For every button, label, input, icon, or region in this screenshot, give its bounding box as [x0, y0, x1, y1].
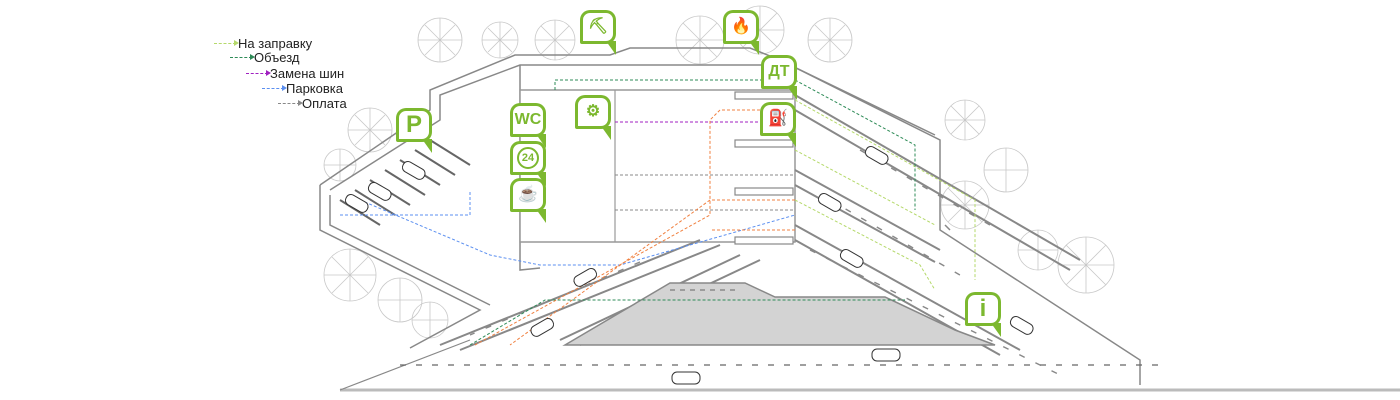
fuel-pin[interactable]: ⛽: [760, 102, 796, 147]
cafe-pin[interactable]: ☕: [510, 178, 546, 223]
route-payment: [615, 174, 795, 211]
tree-icon: [675, 15, 725, 65]
car-icon: [864, 146, 889, 165]
carwash-pin[interactable]: ⛏: [580, 10, 616, 55]
tree-icon: [323, 248, 377, 302]
car-icon: [671, 371, 701, 385]
trees: [323, 5, 1115, 339]
car-icon: [871, 348, 901, 362]
shop-building: [519, 89, 796, 243]
tree-icon: [417, 17, 463, 63]
diesel-icon: ДТ: [768, 63, 790, 80]
fire-extinguisher-icon: 🔥: [731, 18, 751, 35]
24h-pin[interactable]: 24: [510, 141, 546, 186]
central-building: [562, 282, 996, 346]
arrow-icon: [278, 100, 303, 106]
route-parking: [340, 190, 796, 266]
diesel-pin[interactable]: ДТ: [761, 55, 797, 100]
arrow-icon: [230, 54, 255, 60]
tree-icon: [1057, 236, 1115, 294]
fire-pin[interactable]: 🔥: [723, 10, 759, 55]
tree-icon: [347, 107, 393, 153]
cars: [344, 146, 1034, 385]
arrow-icon: [246, 70, 271, 76]
tree-icon: [944, 99, 986, 141]
legend-item-parking: Парковка: [262, 81, 343, 96]
tree-icon: [411, 301, 449, 339]
car-icon: [530, 318, 555, 337]
car-icon: [344, 193, 369, 213]
wc-pin[interactable]: WC: [510, 103, 546, 148]
tree-icon: [481, 21, 519, 59]
parking-lot: [339, 139, 471, 226]
tree-icon: [377, 277, 423, 323]
coffee-cup-icon: ☕: [518, 186, 538, 203]
info-icon: i: [979, 295, 987, 322]
fuel-pump-icon: ⛽: [768, 110, 788, 127]
info-pin[interactable]: i: [965, 292, 1001, 337]
tree-icon: [534, 19, 576, 61]
tree-icon: [983, 147, 1029, 193]
car-icon: [367, 181, 392, 201]
arrow-icon: [262, 85, 287, 91]
tree-icon: [1017, 229, 1059, 271]
car-icon: [1009, 315, 1034, 335]
car-icon: [839, 249, 864, 268]
tree-icon: [323, 148, 357, 182]
tree-icon: [807, 17, 853, 63]
route-fuel: [794, 99, 976, 291]
tire-pin[interactable]: ⚙: [575, 95, 611, 140]
parking-icon: P: [405, 111, 422, 138]
bottom-road: [339, 339, 1400, 392]
parking-pin[interactable]: P: [396, 108, 432, 153]
car-icon: [573, 267, 598, 287]
tire-change-icon: ⚙: [585, 103, 601, 120]
route-exit: [474, 109, 795, 346]
arrow-icon: [214, 40, 239, 46]
legend: На заправку Объезд Замена шин Парковка О…: [214, 36, 414, 126]
legend-item-tire: Замена шин: [246, 66, 344, 81]
legend-item-bypass: Объезд: [230, 50, 299, 65]
tree-icon: [940, 180, 990, 230]
legend-item-fuel: На заправку: [214, 36, 312, 51]
car-wash-icon: ⛏: [587, 18, 609, 35]
legend-item-payment: Оплата: [278, 96, 347, 111]
highway-right: [794, 94, 1081, 376]
24-hours-icon: 24: [517, 147, 539, 169]
wc-icon: WC: [514, 111, 542, 128]
car-icon: [817, 193, 842, 212]
car-icon: [401, 161, 426, 180]
